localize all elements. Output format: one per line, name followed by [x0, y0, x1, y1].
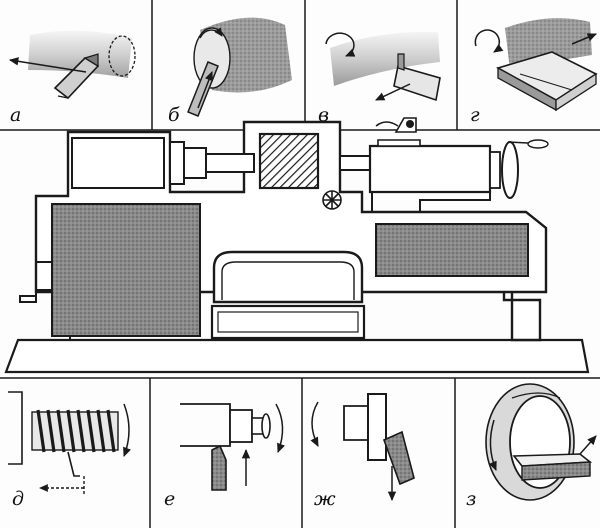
boring-tool: [382, 430, 415, 486]
panel-b-drilling: [187, 17, 292, 117]
label-panel-v: в: [318, 104, 330, 126]
apron-lower: [210, 304, 366, 340]
chuck: [169, 141, 185, 185]
feed-arrow-icon: [579, 435, 597, 455]
rotation-arrow-icon: [325, 32, 356, 57]
panel-a-turning: [8, 30, 136, 100]
panel-v-parting: [325, 31, 441, 102]
workpiece-step: [229, 409, 253, 443]
gearbox: [51, 203, 201, 337]
rotation-arrow-icon: [123, 403, 131, 457]
rotation-circle-icon: [108, 35, 136, 77]
feed-arrow-icon: [571, 33, 597, 45]
workpiece-cylinder: [28, 30, 132, 78]
panel-e-grooving: [180, 403, 285, 491]
workpiece-cylinder: [505, 18, 592, 70]
thread-pattern: [36, 409, 116, 453]
panel-z-facing: [485, 383, 597, 501]
panel-zh-boring: [310, 393, 415, 502]
panel-g-grooving: [474, 18, 598, 112]
label-panel-d: д: [12, 488, 25, 510]
cutting-tool: [393, 64, 441, 102]
rotation-arrow-icon: [275, 403, 285, 453]
threading-tool: [67, 451, 80, 477]
label-panel-zh: ж: [314, 488, 336, 510]
tool-post-block: [258, 132, 320, 190]
lathe-machine: [4, 117, 590, 374]
workpiece-hub: [343, 405, 369, 441]
headstock: [71, 137, 165, 189]
panel-d-threading: [8, 391, 131, 494]
tailstock-handwheel-icon: [501, 141, 519, 199]
feed-arrow-icon: [8, 57, 87, 73]
label-panel-z: з: [466, 488, 477, 510]
handwheel-icon: [322, 190, 342, 210]
feed-arrow-icon: [375, 83, 411, 101]
cutting-tool: [211, 444, 227, 491]
label-panel-e: е: [164, 488, 176, 510]
rotation-arrow-icon: [474, 29, 504, 53]
workpiece-flange: [367, 393, 387, 461]
motor-housing: [375, 223, 529, 277]
rotation-arrow-icon: [488, 419, 497, 471]
workpiece-shaft: [205, 153, 255, 173]
workpiece-cylinder: [330, 31, 440, 86]
apron-frame: [212, 250, 364, 304]
lathe-bed-base: [4, 338, 590, 374]
label-panel-b: б: [168, 104, 180, 126]
threaded-workpiece: [31, 411, 119, 451]
rotation-arrow-icon: [310, 401, 319, 447]
label-panel-a: а: [10, 104, 22, 126]
feed-arrow-icon: [197, 71, 213, 109]
tailstock: [368, 144, 492, 194]
rotation-arrow-icon: [199, 27, 223, 39]
label-panel-g: г: [470, 104, 480, 126]
